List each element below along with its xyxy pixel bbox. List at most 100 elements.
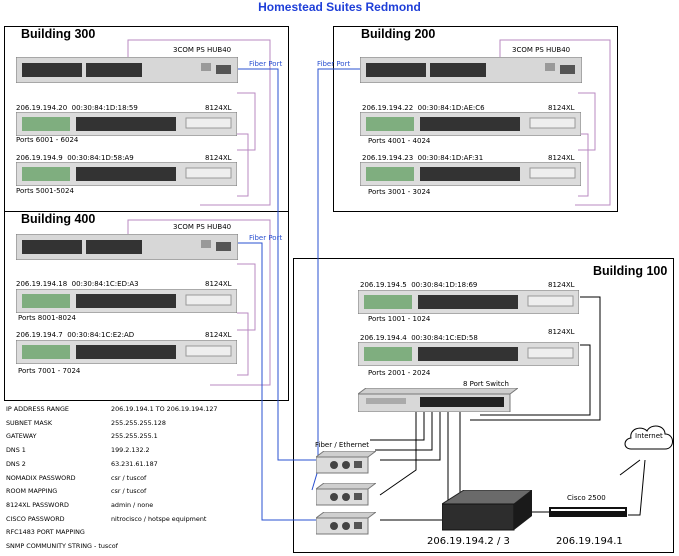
switch-model-label: 8124XL [205, 280, 232, 288]
switch-ip: 206.19.194.22 [362, 104, 414, 112]
switch-model-label: 8124XL [548, 104, 575, 112]
switch-icon [15, 161, 238, 187]
info-value: 63.231.61.187 [111, 459, 158, 468]
switch-mac: 00:30:84:1C:ED:A3 [71, 280, 139, 288]
switch-icon [15, 339, 238, 365]
hub-icon [359, 56, 583, 84]
switch-ip-mac: 206.19.194.4 00:30:84:1C:ED:58 [360, 334, 478, 342]
info-value: csr / tuscof [111, 487, 147, 496]
hub-300-label: 3COM PS HUB40 [173, 46, 232, 54]
switch-b200-2 [359, 161, 582, 187]
switch-ip-mac: 206.19.194.5 00:30:84:1D:18:69 [360, 281, 477, 289]
switch-mac: 00:30:84:1D:AF:31 [417, 154, 484, 162]
info-label: SUBNET MASK [6, 418, 53, 427]
switch-model-label: 8124XL [205, 154, 232, 162]
cisco-label: Cisco 2500 [567, 494, 606, 502]
switch-icon [357, 341, 580, 367]
switch-b400-1 [15, 288, 238, 314]
building-200-frame [333, 26, 618, 212]
switch-ip: 206.19.194.9 [16, 154, 63, 162]
switch-b300-1 [15, 111, 238, 137]
media-converter-icon [316, 451, 376, 474]
switch-ports: Ports 2001 - 2024 [368, 369, 431, 377]
switch-model-label: 8124XL [548, 328, 575, 336]
switch-icon [356, 387, 520, 413]
info-value: nitrocisco / hotspe equipment [111, 514, 207, 523]
info-label: DNS 2 [6, 459, 26, 468]
eight-port-switch-label: 8 Port Switch [463, 380, 509, 388]
info-label: NOMADIX PASSWORD [6, 473, 76, 482]
switch-mac: 00:30:84:1D:18:69 [411, 281, 478, 289]
switch-b300-2 [15, 161, 238, 187]
switch-ip-mac: 206.19.194.23 00:30:84:1D:AF:31 [362, 154, 483, 162]
switch-icon [359, 161, 582, 187]
cisco-ip: 206.19.194.1 [556, 536, 623, 547]
info-label: IP ADDRESS RANGE [6, 405, 69, 413]
switch-ip: 206.19.194.20 [16, 104, 68, 112]
building-100-frame [293, 258, 674, 553]
hub-icon [15, 56, 239, 84]
hub-400-label: 3COM PS HUB40 [173, 223, 232, 231]
router-ip: 206.19.194.2 / 3 [427, 536, 510, 547]
switch-ip-mac: 206.19.194.22 00:30:84:1D:AE:C6 [362, 104, 485, 112]
internet-cloud-icon [624, 425, 673, 450]
hub-building-200 [359, 56, 583, 84]
page-title: Homestead Suites Redmond [258, 0, 421, 14]
switch-ip-mac: 206.19.194.9 00:30:84:1D:58:A9 [16, 154, 134, 162]
switch-b100-2 [357, 341, 580, 367]
switch-b100-1 [357, 289, 580, 315]
switch-model-label: 8124XL [548, 154, 575, 162]
switch-b200-1 [359, 111, 582, 137]
switch-icon [357, 289, 580, 315]
switch-mac: 00:30:84:1D:18:59 [71, 104, 138, 112]
switch-ip: 206.19.194.18 [16, 280, 68, 288]
switch-ip-mac: 206.19.194.18 00:30:84:1C:ED:A3 [16, 280, 139, 288]
info-label: RFC1483 PORT MAPPING [6, 528, 85, 537]
switch-ip: 206.19.194.4 [360, 334, 407, 342]
building-400-label: Building 400 [21, 212, 96, 226]
router-icon [442, 490, 532, 531]
building-300-label: Building 300 [21, 27, 96, 41]
switch-ports: Ports 1001 - 1024 [368, 315, 431, 323]
fiber-port-200: Fiber Port [317, 60, 351, 68]
switch-mac: 00:30:84:1C:E2:AD [67, 331, 135, 339]
info-value: 199.2.132.2 [111, 446, 150, 455]
switch-ports: Ports 4001 - 4024 [368, 137, 431, 145]
switch-ports: Ports 3001 - 3024 [368, 188, 431, 196]
info-label: 8124XL PASSWORD [6, 500, 69, 509]
info-label: DNS 1 [6, 446, 26, 455]
switch-model-label: 8124XL [548, 281, 575, 289]
switch-ports: Ports 8001-8024 [18, 314, 76, 322]
internet-label: Internet [635, 432, 663, 440]
fiber-ethernet-label: Fiber / Ethernet [315, 441, 370, 449]
info-label: SNMP COMMUNITY STRING - tuscof [6, 542, 118, 550]
switch-mac: 00:30:84:1C:ED:58 [411, 334, 478, 342]
info-value: csr / tuscof [111, 473, 147, 482]
switch-mac: 00:30:84:1D:AE:C6 [417, 104, 485, 112]
switch-ip: 206.19.194.7 [16, 331, 63, 339]
info-value: admin / none [111, 500, 154, 509]
switch-ip: 206.19.194.23 [362, 154, 414, 162]
hub-building-400 [15, 233, 239, 261]
hub-building-300 [15, 56, 239, 84]
switch-icon [15, 288, 238, 314]
info-value: 255.255.255.128 [111, 418, 166, 427]
building-400-frame [4, 211, 289, 401]
switch-model-label: 8124XL [205, 331, 232, 339]
media-converter-icon [316, 483, 376, 506]
info-label: ROOM MAPPING [6, 487, 58, 496]
info-label: GATEWAY [6, 432, 37, 441]
switch-b400-2 [15, 339, 238, 365]
switch-ports: Ports 6001 - 6024 [16, 136, 79, 144]
hub-icon [15, 233, 239, 261]
switch-icon [359, 111, 582, 137]
switch-ports: Ports 7001 - 7024 [18, 367, 81, 375]
building-200-label: Building 200 [361, 27, 436, 41]
switch-ports: Ports 5001-5024 [16, 187, 74, 195]
building-100-label: Building 100 [593, 264, 668, 278]
switch-ip: 206.19.194.5 [360, 281, 407, 289]
info-value: 255.255.255.1 [111, 432, 158, 441]
fiber-port-300: Fiber Port [249, 60, 283, 68]
